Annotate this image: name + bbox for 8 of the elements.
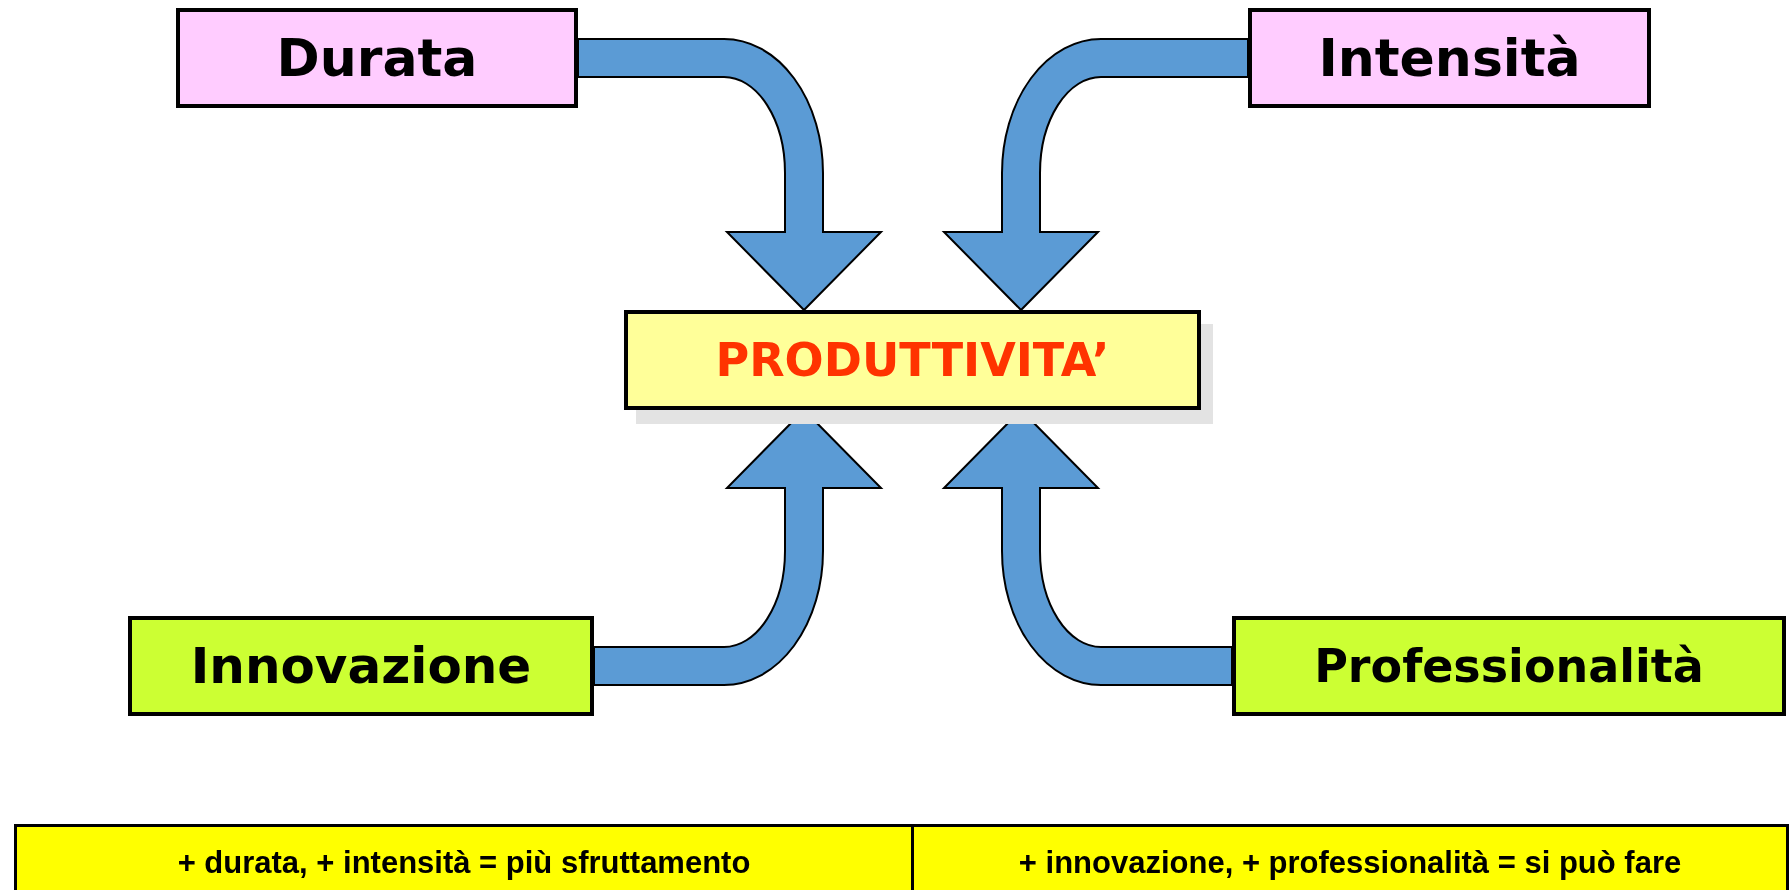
factor-box: Professionalità xyxy=(1232,616,1786,716)
table-cell: + innovazione, + professionalità = si può fare xyxy=(911,824,1789,890)
factor-box: Innovazione xyxy=(128,616,594,716)
factor-box: Intensità xyxy=(1248,8,1651,108)
curved-block-arrow xyxy=(943,38,1249,311)
curved-block-arrow xyxy=(577,38,882,311)
table-cell: + durata, + intensità = più sfruttamento xyxy=(14,824,914,890)
factor-box: Durata xyxy=(176,8,578,108)
